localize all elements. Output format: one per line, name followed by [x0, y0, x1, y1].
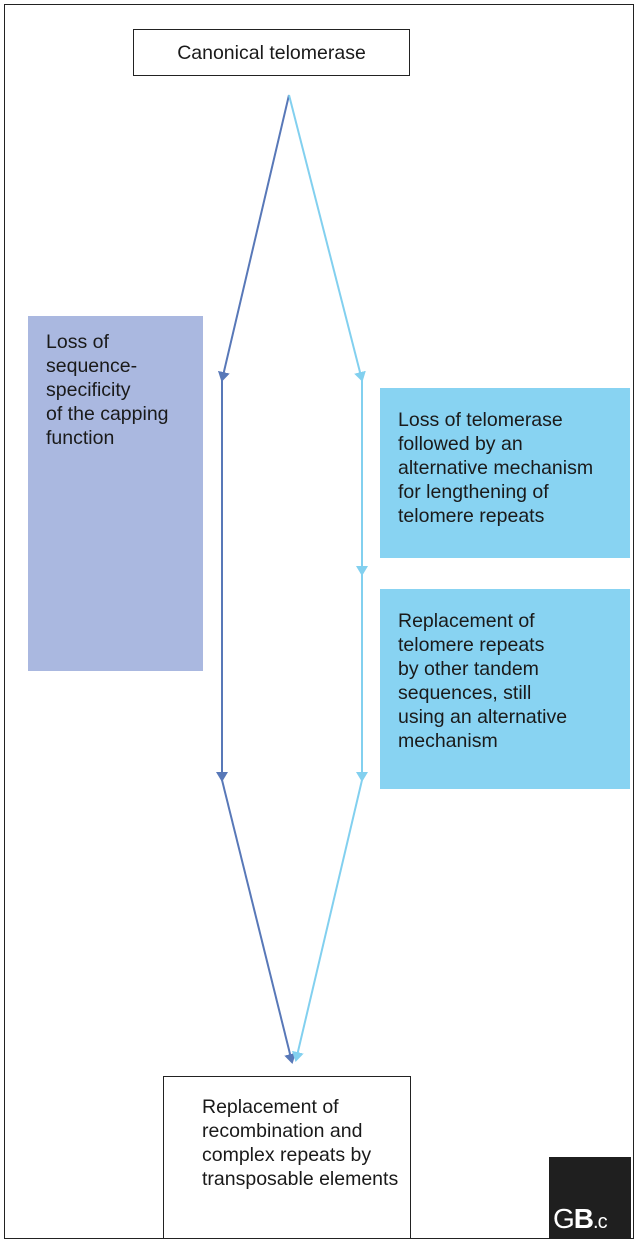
arrow-right-to-bottom: [291, 779, 363, 1062]
logo-suffix: .c: [593, 1211, 608, 1233]
transposable-elements-box: Replacement of recombination and complex…: [163, 1076, 411, 1239]
arrow-left-to-bottom: [221, 779, 296, 1064]
canonical-telomerase-label: Canonical telomerase: [177, 42, 366, 64]
arrow-top-to-right: [288, 94, 366, 382]
canonical-telomerase-box: Canonical telomerase: [133, 29, 410, 76]
loss-of-telomerase-box: Loss of telomerase followed by an altern…: [380, 388, 630, 558]
arrow-top-to-left: [217, 94, 290, 382]
loss-of-specificity-box: Loss of sequence- specificity of the cap…: [28, 316, 203, 671]
replacement-tandem-label: Replacement of telomere repeats by other…: [398, 610, 568, 752]
loss-of-specificity-label: Loss of sequence- specificity of the cap…: [46, 331, 169, 449]
replacement-tandem-box: Replacement of telomere repeats by other…: [380, 589, 630, 789]
logo-letter-b: B: [573, 1203, 594, 1234]
gb-logo: GB.c: [549, 1157, 631, 1239]
loss-of-telomerase-label: Loss of telomerase followed by an altern…: [398, 409, 594, 527]
transposable-elements-label: Replacement of recombination and complex…: [202, 1096, 399, 1190]
logo-letter-g: G: [553, 1203, 575, 1234]
